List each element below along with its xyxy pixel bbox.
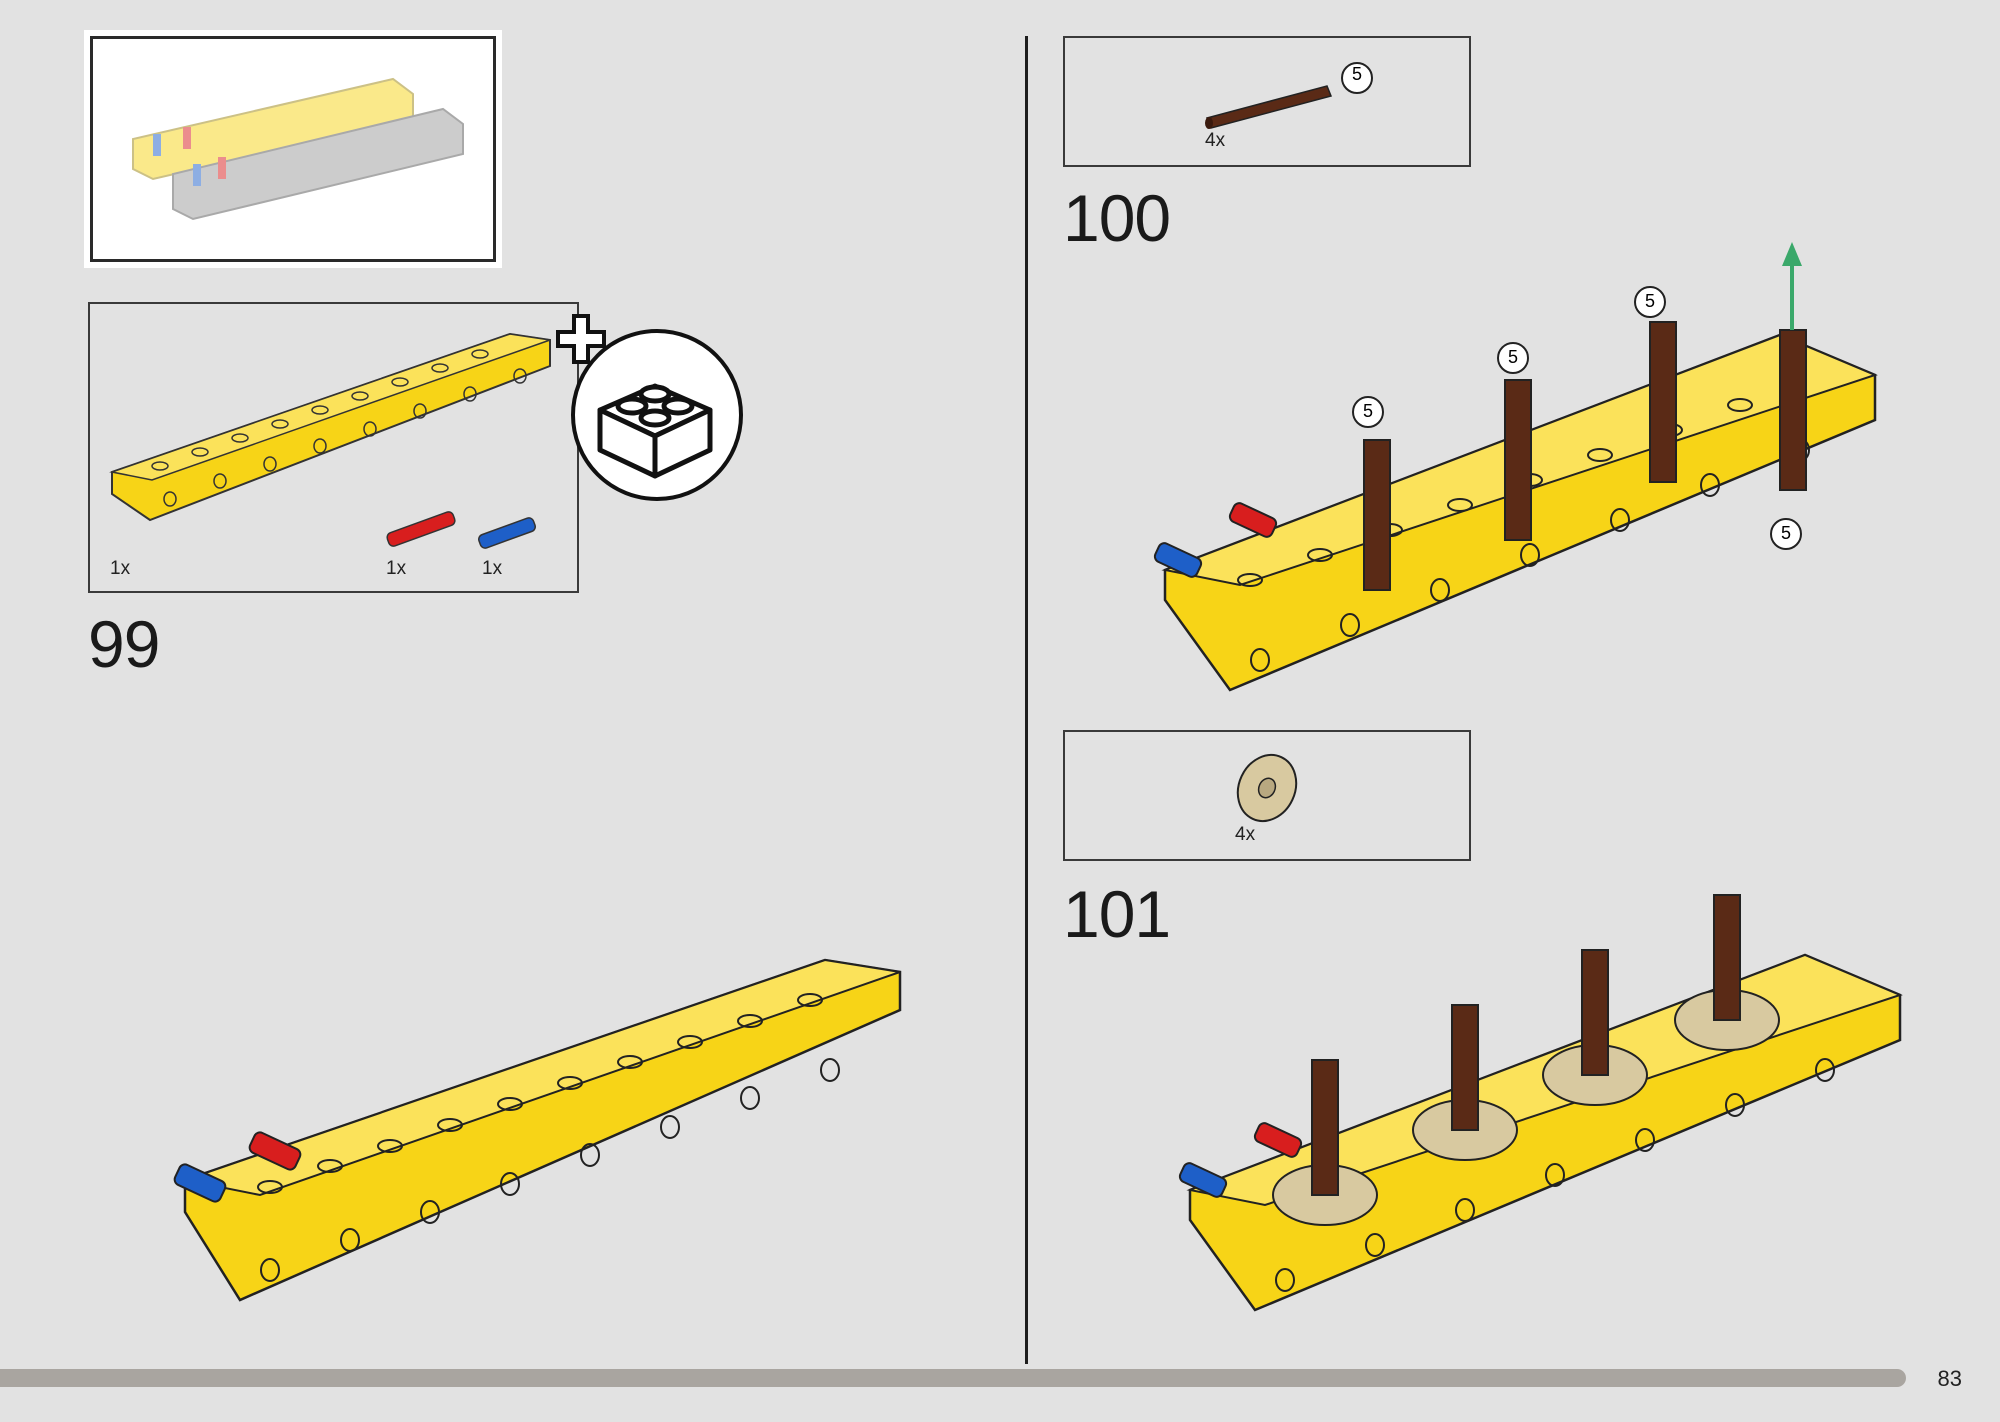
step100-qty-axle: 4x (1205, 130, 1226, 151)
step101-qty-gear: 4x (1235, 824, 1256, 845)
step100-callout-3: 5 (1644, 291, 1655, 311)
step99-qty-frame: 1x (110, 558, 131, 579)
lift-arrow-icon (1782, 242, 1802, 330)
step100-axle-length: 5 (1351, 64, 1362, 84)
step101-assembly (1175, 890, 1905, 1320)
brick-plus-icon (556, 314, 743, 501)
step100-callout-4: 5 (1780, 523, 1791, 543)
step100-parts-box: 5 4x (1063, 36, 1471, 167)
step100-assembly (1150, 240, 1890, 700)
page-progress-bar (0, 1369, 1906, 1387)
step99-blue-pin-icon (173, 1163, 227, 1203)
new-subassembly-badge (556, 314, 744, 502)
step100-assembly-illustration (1153, 242, 1878, 692)
page-number: 83 (1937, 1366, 1962, 1391)
step101-red-pin-icon (1253, 1122, 1303, 1158)
step99-assembly (170, 950, 910, 1320)
step100-callout-circles (1352, 286, 1802, 550)
step101-axle-icons (1311, 894, 1741, 1196)
step100-blue-pin-icon (1153, 542, 1203, 578)
step101-number: 101 (1063, 877, 1171, 951)
step101-blue-pin-icon (1178, 1162, 1228, 1198)
step100-callout-1: 5 (1362, 401, 1373, 421)
step99-parts-box: 1x 1x 1x (88, 302, 579, 593)
step100-callout-2: 5 (1507, 347, 1518, 367)
step99-assembly-illustration (173, 958, 902, 1302)
page-divider (1025, 36, 1028, 1364)
red-pin-icon (386, 511, 456, 547)
yellow-beam-frame-icon (109, 332, 551, 522)
step99-red-pin-icon (248, 1131, 302, 1171)
step99-number: 99 (88, 607, 160, 681)
step101-parts-illustration (1236, 753, 1298, 823)
blue-pin-icon (478, 517, 536, 549)
axle-length-callout-icon (1341, 62, 1373, 94)
subassembly-preview (84, 30, 502, 268)
step100-red-pin-icon (1228, 502, 1278, 538)
tan-gear-icon (1236, 753, 1298, 823)
step100-number: 100 (1063, 181, 1171, 255)
step99-parts-illustration (109, 332, 551, 549)
step101-assembly-illustration (1178, 894, 1903, 1312)
step99-qty-blue-pin: 1x (482, 558, 503, 579)
step101-parts-box: 4x (1063, 730, 1471, 861)
step99-qty-red-pin: 1x (386, 558, 407, 579)
step100-axle-icons (1363, 321, 1807, 591)
subassembly-illustration (132, 77, 464, 221)
brown-axle-icon (1205, 85, 1333, 129)
step100-parts-illustration (1205, 62, 1373, 129)
